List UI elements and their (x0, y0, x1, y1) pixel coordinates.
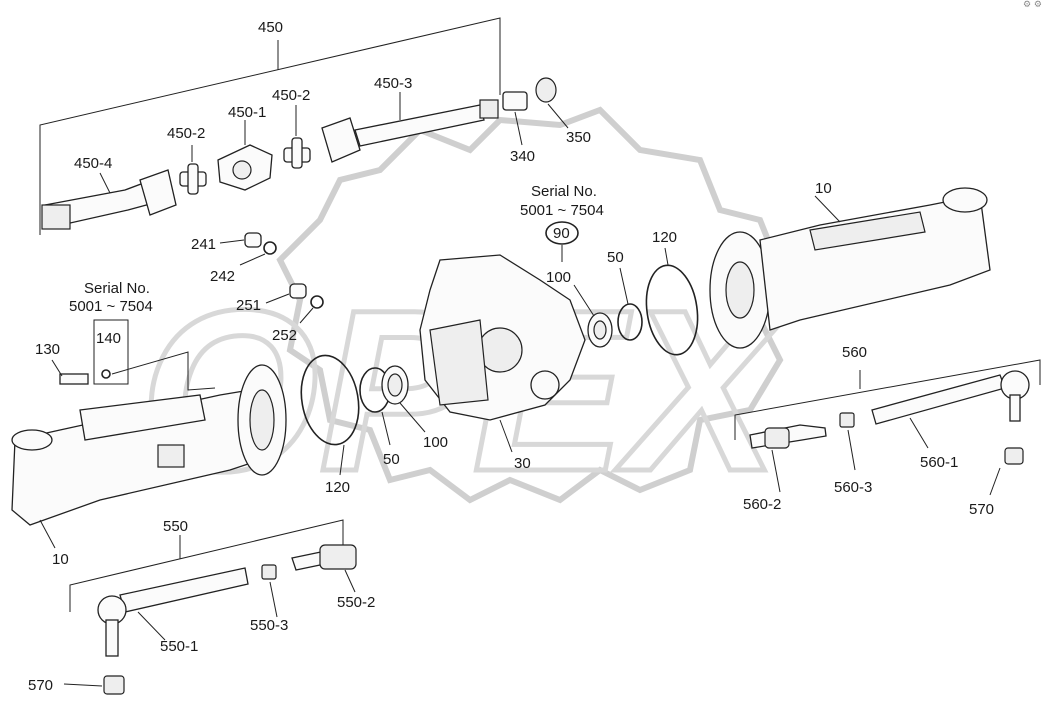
serial-callout-90 (545, 221, 579, 262)
o-ring-120-right (645, 247, 699, 356)
label-570-right: 570 (969, 501, 994, 518)
label-90: 90 (553, 225, 570, 242)
label-100-left: 100 (423, 434, 448, 451)
group-560-bracket (734, 359, 1041, 440)
bolt-130 (51, 359, 89, 385)
label-450-4: 450-4 (74, 155, 112, 172)
seal-100-left (381, 365, 426, 433)
differential-housing-30 (419, 254, 586, 453)
label-120-right: 120 (652, 229, 677, 246)
o-ring-120-left (300, 354, 360, 476)
ring-252 (299, 295, 324, 324)
seal-100-right (573, 284, 613, 348)
coupler-450-1 (217, 120, 273, 191)
label-450-2-right: 450-2 (272, 87, 310, 104)
shaft-450-4 (41, 169, 177, 230)
axle-housing-right (709, 187, 991, 349)
nut-570-right (989, 447, 1024, 496)
serial-left-line1: Serial No. (84, 280, 150, 297)
label-550-3: 550-3 (250, 617, 288, 634)
label-10-right: 10 (815, 180, 832, 197)
spider-450-2-left (179, 145, 207, 195)
label-560: 560 (842, 344, 867, 361)
label-130: 130 (35, 341, 60, 358)
label-550: 550 (163, 518, 188, 535)
group-550-bracket (69, 519, 344, 612)
shaft-450-3 (321, 92, 499, 163)
ball-joint-560-2 (749, 424, 827, 493)
label-10-left: 10 (52, 551, 69, 568)
label-560-2: 560-2 (743, 496, 781, 513)
nut-570-left (63, 675, 125, 695)
label-550-1: 550-1 (160, 638, 198, 655)
bushing-340 (502, 91, 528, 146)
label-30: 30 (514, 455, 531, 472)
axle-housing-left (11, 364, 287, 549)
serial-right-line1: Serial No. (531, 183, 597, 200)
tie-rod-560-1 (871, 370, 1030, 449)
serial-box-140 (93, 319, 216, 391)
label-241: 241 (191, 236, 216, 253)
plug-241 (219, 232, 262, 248)
label-50-left: 50 (383, 451, 400, 468)
label-251: 251 (236, 297, 261, 314)
label-120-left: 120 (325, 479, 350, 496)
serial-left-line2: 5001 ~ 7504 (69, 298, 153, 315)
corner-mark: ⚙ ⚙ (1023, 0, 1042, 10)
tie-rod-550-1 (97, 567, 249, 657)
label-450: 450 (258, 19, 283, 36)
ring-242 (239, 241, 277, 266)
spider-450-2-right (283, 105, 311, 169)
label-560-1: 560-1 (920, 454, 958, 471)
label-140: 140 (96, 330, 121, 347)
serial-right-line2: 5001 ~ 7504 (520, 202, 604, 219)
label-100-right: 100 (546, 269, 571, 286)
ring-50-right (617, 267, 643, 341)
plug-251 (265, 283, 307, 304)
label-50-right: 50 (607, 249, 624, 266)
label-252: 252 (272, 327, 297, 344)
label-550-2: 550-2 (337, 594, 375, 611)
label-450-1: 450-1 (228, 104, 266, 121)
label-340: 340 (510, 148, 535, 165)
nut-550-3 (261, 564, 278, 618)
label-570-left: 570 (28, 677, 53, 694)
label-560-3: 560-3 (834, 479, 872, 496)
nut-560-3 (839, 412, 856, 471)
label-350: 350 (566, 129, 591, 146)
callout-labels: 450 450-1 450-2 450-2 450-3 450-4 340 35… (28, 19, 994, 694)
seal-350 (535, 77, 569, 129)
label-450-2-left: 450-2 (167, 125, 205, 142)
label-242: 242 (210, 268, 235, 285)
label-450-3: 450-3 (374, 75, 412, 92)
ball-joint-550-2 (291, 544, 357, 593)
group-450-bracket (39, 17, 501, 235)
